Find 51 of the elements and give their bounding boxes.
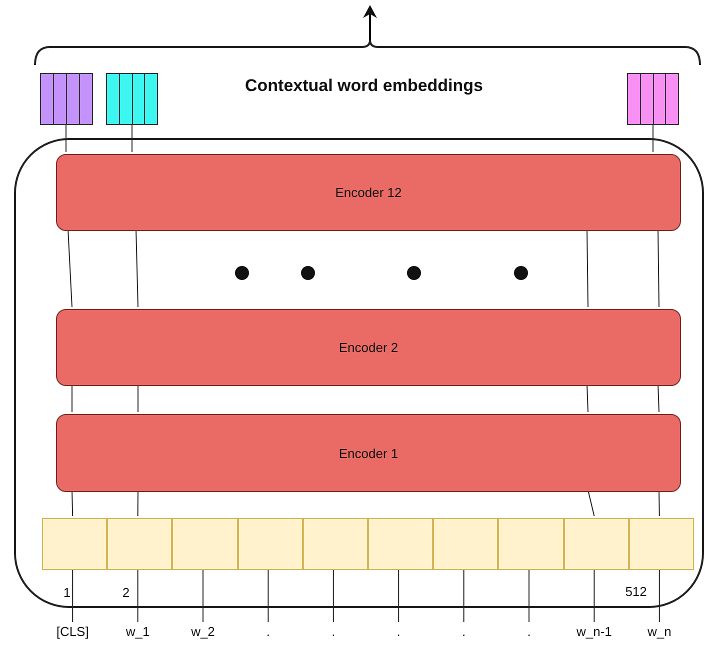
embedding-vector xyxy=(40,73,93,125)
connector-line xyxy=(658,384,660,412)
connector-line xyxy=(398,568,400,622)
token-label: . xyxy=(374,622,424,642)
embedding-vector xyxy=(627,73,679,125)
encoder-block: Encoder 12 xyxy=(56,154,681,231)
embedding-cell xyxy=(238,518,303,570)
token-label: . xyxy=(308,622,358,642)
connector-line xyxy=(136,228,138,308)
embedding-cell xyxy=(302,518,368,570)
embedding-cell xyxy=(564,518,629,570)
position-number: 1 xyxy=(63,585,71,600)
token-label: w_2 xyxy=(178,622,228,642)
embedding-cell xyxy=(107,518,172,570)
connector-line xyxy=(528,568,530,622)
connector-line xyxy=(594,568,595,622)
connector-line xyxy=(137,490,138,516)
token-label: . xyxy=(438,622,489,642)
embedding-vector xyxy=(106,73,158,125)
connector-line xyxy=(658,228,660,308)
connector-line xyxy=(268,568,269,622)
connector-line xyxy=(137,568,138,622)
embedding-cell xyxy=(368,518,434,570)
token-label: . xyxy=(504,622,554,642)
token-label: w_n xyxy=(634,622,684,642)
connector-line xyxy=(463,568,464,622)
connector-line xyxy=(586,384,588,412)
connector-line xyxy=(658,568,660,622)
position-number: 2 xyxy=(122,585,130,600)
connector-line xyxy=(332,568,334,622)
embedding-cell xyxy=(42,518,108,570)
model-frame xyxy=(14,138,704,608)
connector-line xyxy=(202,568,204,622)
connector-line xyxy=(72,568,74,622)
connector-line xyxy=(72,490,74,516)
connector-line xyxy=(658,490,660,516)
token-label: [CLS] xyxy=(48,622,98,642)
embedding-cell xyxy=(498,518,564,570)
embedding-cell xyxy=(172,518,238,570)
token-label: . xyxy=(243,622,294,642)
encoder-block: Encoder 2 xyxy=(56,309,681,386)
connector-line xyxy=(588,490,595,516)
token-label: w_n-1 xyxy=(569,622,620,642)
heading: Contextual word embeddings xyxy=(244,76,484,96)
encoder-block: Encoder 1 xyxy=(56,414,681,492)
embedding-cell xyxy=(433,518,498,570)
position-number: 512 xyxy=(625,584,647,599)
token-label: w_1 xyxy=(112,622,163,642)
connector-line xyxy=(68,228,72,308)
embedding-cell xyxy=(628,518,694,570)
connector-line xyxy=(586,228,588,308)
